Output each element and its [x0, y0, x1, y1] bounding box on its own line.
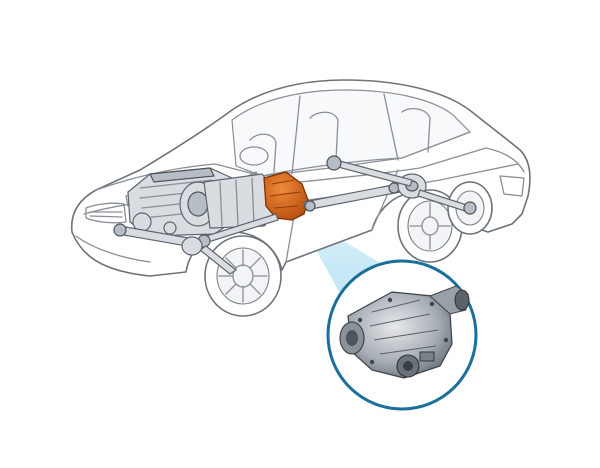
rear-driveshaft [303, 182, 401, 212]
transfer-case-inset [326, 259, 478, 411]
front-axle [113, 223, 238, 275]
rear-wheel [397, 189, 463, 263]
transmission [179, 173, 277, 229]
transfer-case-highlight [263, 171, 309, 221]
front-wheel [204, 235, 282, 317]
car-body [70, 79, 531, 277]
rear-axle [326, 155, 477, 215]
